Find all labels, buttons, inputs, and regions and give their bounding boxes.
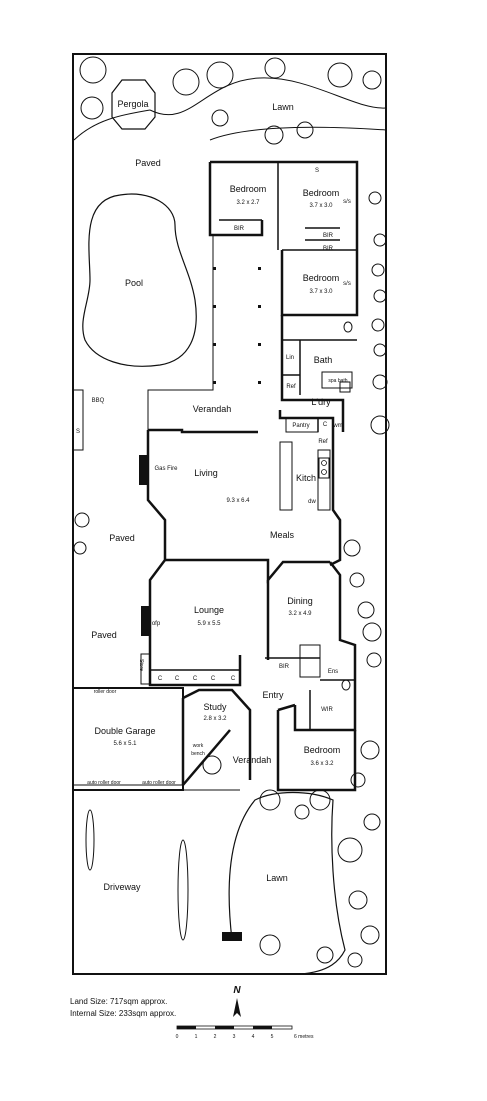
north-arrow-icon xyxy=(233,998,241,1017)
label-bbq: BBQ xyxy=(92,398,105,404)
label-cupboard-2: C xyxy=(175,676,180,682)
scale-bar: 0 1 2 3 4 5 6 metres xyxy=(176,1025,314,1040)
label-study-size: 2.8 x 3.2 xyxy=(203,716,227,722)
label-bedroom-1-size: 3.6 x 3.2 xyxy=(310,761,334,767)
label-paved-mid: Paved xyxy=(109,533,135,543)
scale-tick-3: 3 xyxy=(233,1034,236,1040)
scale-tick-5: 5 xyxy=(271,1034,274,1040)
lawn-lower-edge xyxy=(209,126,387,141)
scale-tick-4: 4 xyxy=(252,1034,255,1040)
label-kitch: Kitch xyxy=(296,473,316,483)
label-bir-3a: BIR xyxy=(323,233,334,239)
label-cupboard-3: C xyxy=(193,676,198,682)
trees xyxy=(73,56,390,968)
label-bir-3b: BIR xyxy=(323,246,334,252)
label-bath: Bath xyxy=(314,355,333,365)
label-paved-low: Paved xyxy=(91,630,117,640)
label-bedroom-1: Bedroom xyxy=(304,745,341,755)
paved-edge xyxy=(73,109,151,141)
label-study: Study xyxy=(203,702,227,712)
bath-fixtures xyxy=(339,321,353,691)
label-ens: Ens xyxy=(328,669,338,675)
label-pergola: Pergola xyxy=(117,99,148,109)
label-entry: Entry xyxy=(262,690,284,700)
label-gas-fire: Gas Fire xyxy=(154,466,178,472)
label-cupboard-1: C xyxy=(158,676,163,682)
label-ref-ldry: Ref xyxy=(286,384,296,390)
label-lawn-top: Lawn xyxy=(272,102,294,112)
label-bedroom-4-size: 3.7 x 3.0 xyxy=(309,289,333,295)
label-bir-ens: BIR xyxy=(279,664,290,670)
site-boundary xyxy=(72,53,387,975)
label-dw: dw xyxy=(308,499,316,505)
label-lin: Lin xyxy=(286,355,294,361)
label-paved-top: Paved xyxy=(135,158,161,168)
label-pantry: Pantry xyxy=(292,423,309,429)
scale-tick-1: 1 xyxy=(195,1034,198,1040)
scale-tick-2: 2 xyxy=(214,1034,217,1040)
label-work: work xyxy=(193,743,204,749)
label-spa-bath: spa bath xyxy=(328,378,347,384)
cooktop xyxy=(318,457,330,479)
land-size: Land Size: 717sqm approx. xyxy=(70,997,168,1006)
internal-size: Internal Size: 233sqm approx. xyxy=(70,1009,177,1018)
scale-unit-label: 6 metres xyxy=(294,1034,314,1040)
house-walls xyxy=(72,160,359,792)
label-lounge: Lounge xyxy=(194,605,224,615)
label-bedroom-3-size: 3.7 x 3.0 xyxy=(309,203,333,209)
label-meals: Meals xyxy=(270,530,295,540)
label-bench: bench xyxy=(191,751,205,757)
label-ldry: L'dry xyxy=(311,397,331,407)
label-bedroom-3: Bedroom xyxy=(303,188,340,198)
label-auto-roller-1: auto roller door xyxy=(87,780,121,786)
label-bedroom-2-size: 3.2 x 2.7 xyxy=(236,200,260,206)
label-ss-2: s/s xyxy=(343,281,351,287)
label-s-top: S xyxy=(315,168,319,174)
verandah-posts xyxy=(213,267,261,384)
label-driveway: Driveway xyxy=(103,882,141,892)
scale-tick-0: 0 xyxy=(176,1034,179,1040)
label-bedroom-4: Bedroom xyxy=(303,273,340,283)
label-s-side: S xyxy=(76,429,80,435)
label-living-size: 9.3 x 6.4 xyxy=(226,498,250,504)
label-double-garage: Double Garage xyxy=(94,726,155,736)
label-bir-2: BIR xyxy=(234,226,245,232)
lawn-top-edge xyxy=(149,77,387,116)
label-pool: Pool xyxy=(125,278,143,288)
pool-outline xyxy=(82,193,197,367)
room-labels: Pergola Lawn Paved Pool Bedroom 3.2 x 2.… xyxy=(76,99,351,892)
label-bedroom-2: Bedroom xyxy=(230,184,267,194)
label-cupboard-4: C xyxy=(211,676,216,682)
verandah-edge xyxy=(147,235,214,430)
label-ref-kitchen: Ref xyxy=(318,439,328,445)
label-wir: WIR xyxy=(321,707,333,713)
bbq-unit xyxy=(72,389,84,451)
front-lawn-edge xyxy=(228,791,346,975)
label-living: Living xyxy=(194,468,218,478)
label-roller-door: roller door xyxy=(94,689,117,695)
label-wm: wm xyxy=(332,423,342,429)
label-auto-roller-2: auto roller door xyxy=(142,780,176,786)
label-c-pantry: C xyxy=(323,422,328,428)
front-step xyxy=(222,932,242,941)
label-lounge-size: 5.9 x 5.5 xyxy=(197,621,221,627)
label-ss-1: s/s xyxy=(343,199,351,205)
pergola-structure xyxy=(111,79,156,130)
compass-north-label: N xyxy=(233,985,241,996)
label-dining: Dining xyxy=(287,596,313,606)
label-ofp: ofp xyxy=(152,621,161,627)
label-garage-size: 5.6 x 5.1 xyxy=(113,741,137,747)
label-verandah-front: Verandah xyxy=(233,755,272,765)
compass: N xyxy=(233,985,241,1017)
label-lawn-front: Lawn xyxy=(266,873,288,883)
label-cupboard-5: C xyxy=(231,676,236,682)
label-store: Store xyxy=(138,659,144,671)
label-verandah-top: Verandah xyxy=(193,404,232,414)
label-dining-size: 3.2 x 4.9 xyxy=(288,611,312,617)
